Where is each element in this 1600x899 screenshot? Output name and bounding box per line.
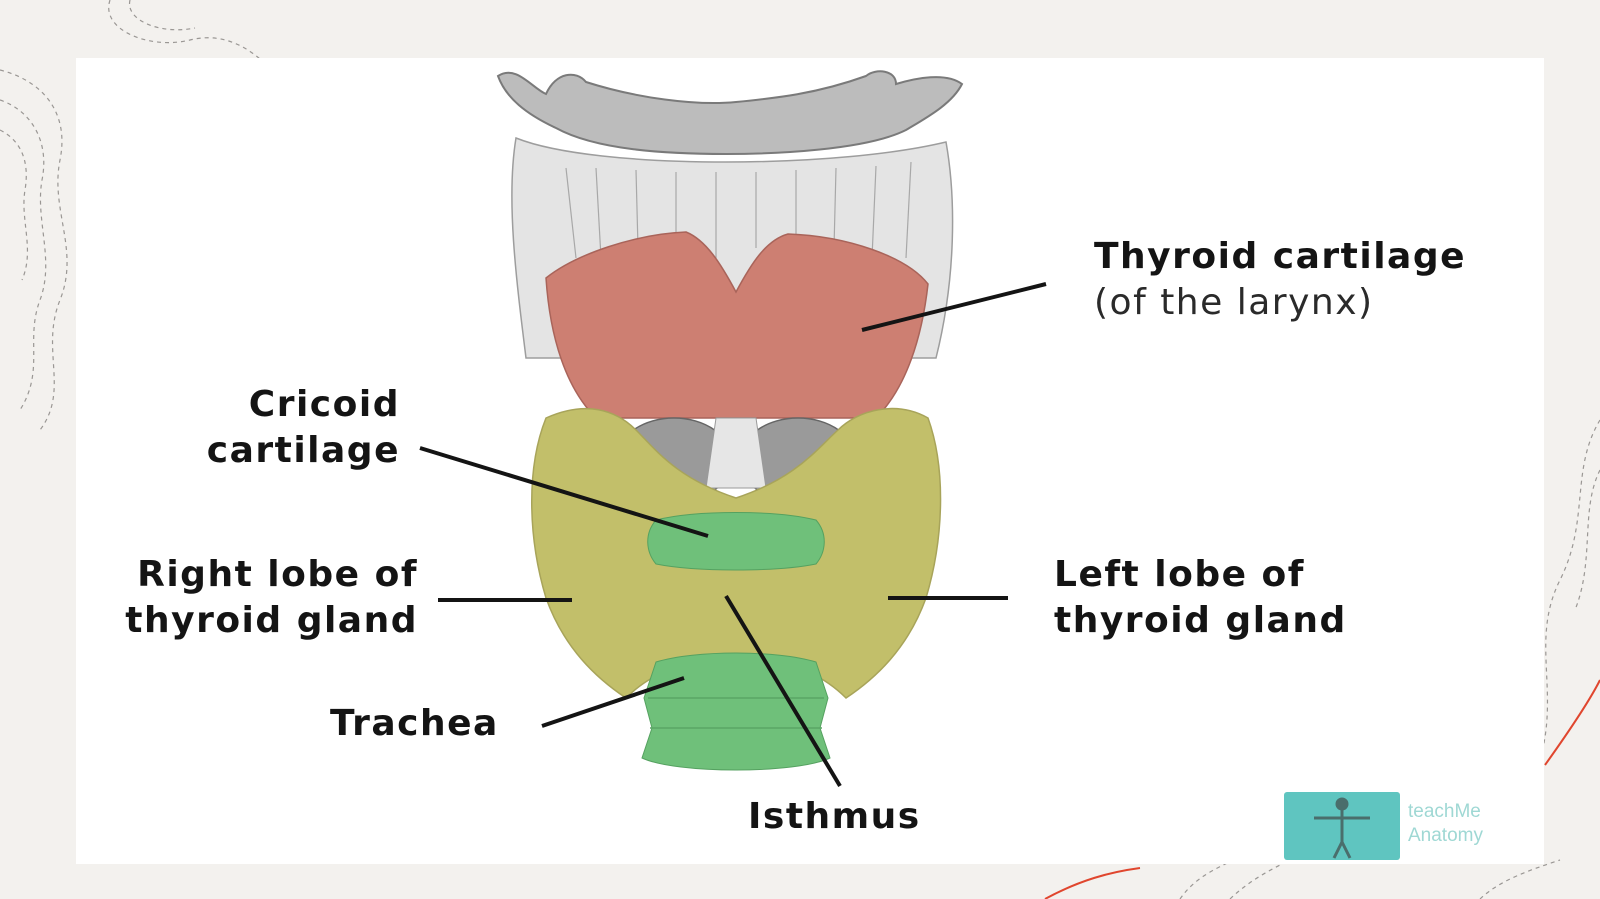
label-thyroid-cartilage-line1: Thyroid cartilage xyxy=(1094,236,1467,277)
label-thyroid-cartilage-line2: (of the larynx) xyxy=(1094,282,1374,323)
label-trachea-text: Trachea xyxy=(330,703,499,744)
leader-cricoid-cartilage xyxy=(419,446,709,538)
label-right-lobe-line2: thyroid gland xyxy=(125,600,418,641)
label-left-lobe-line2: thyroid gland xyxy=(1054,600,1347,641)
label-isthmus: Isthmus xyxy=(748,794,921,840)
logo-text-line2: Anatomy xyxy=(1408,825,1483,846)
label-right-lobe: Right lobe of thyroid gland xyxy=(76,552,418,644)
label-isthmus-text: Isthmus xyxy=(748,796,921,837)
cricoid-cartilage-shape xyxy=(647,512,825,571)
label-trachea: Trachea xyxy=(330,701,499,747)
leader-trachea xyxy=(541,676,685,728)
thyroid-illustration xyxy=(419,70,1047,788)
logo-text: teachMe Anatomy xyxy=(1408,800,1483,848)
label-left-lobe: Left lobe of thyroid gland xyxy=(1054,552,1347,644)
label-thyroid-cartilage: Thyroid cartilage (of the larynx) xyxy=(1094,234,1466,326)
leader-thyroid-cartilage xyxy=(861,282,1047,332)
label-cricoid-cartilage: Cricoid cartilage xyxy=(156,382,400,474)
label-cricoid-cartilage-line1: Cricoid xyxy=(248,384,400,425)
label-right-lobe-line1: Right lobe of xyxy=(137,554,418,595)
diagram-panel: Thyroid cartilage (of the larynx) Cricoi… xyxy=(76,58,1544,864)
label-left-lobe-line1: Left lobe of xyxy=(1054,554,1305,595)
leader-isthmus xyxy=(724,594,842,788)
logo-text-line1: teachMe xyxy=(1408,801,1481,822)
logo-mark xyxy=(1284,792,1400,860)
hyoid-bone xyxy=(496,70,964,156)
label-cricoid-cartilage-line2: cartilage xyxy=(206,430,400,471)
trachea-shape xyxy=(641,652,831,771)
figure-icon xyxy=(1314,797,1370,859)
teachme-anatomy-logo: teachMe Anatomy xyxy=(1284,792,1544,862)
